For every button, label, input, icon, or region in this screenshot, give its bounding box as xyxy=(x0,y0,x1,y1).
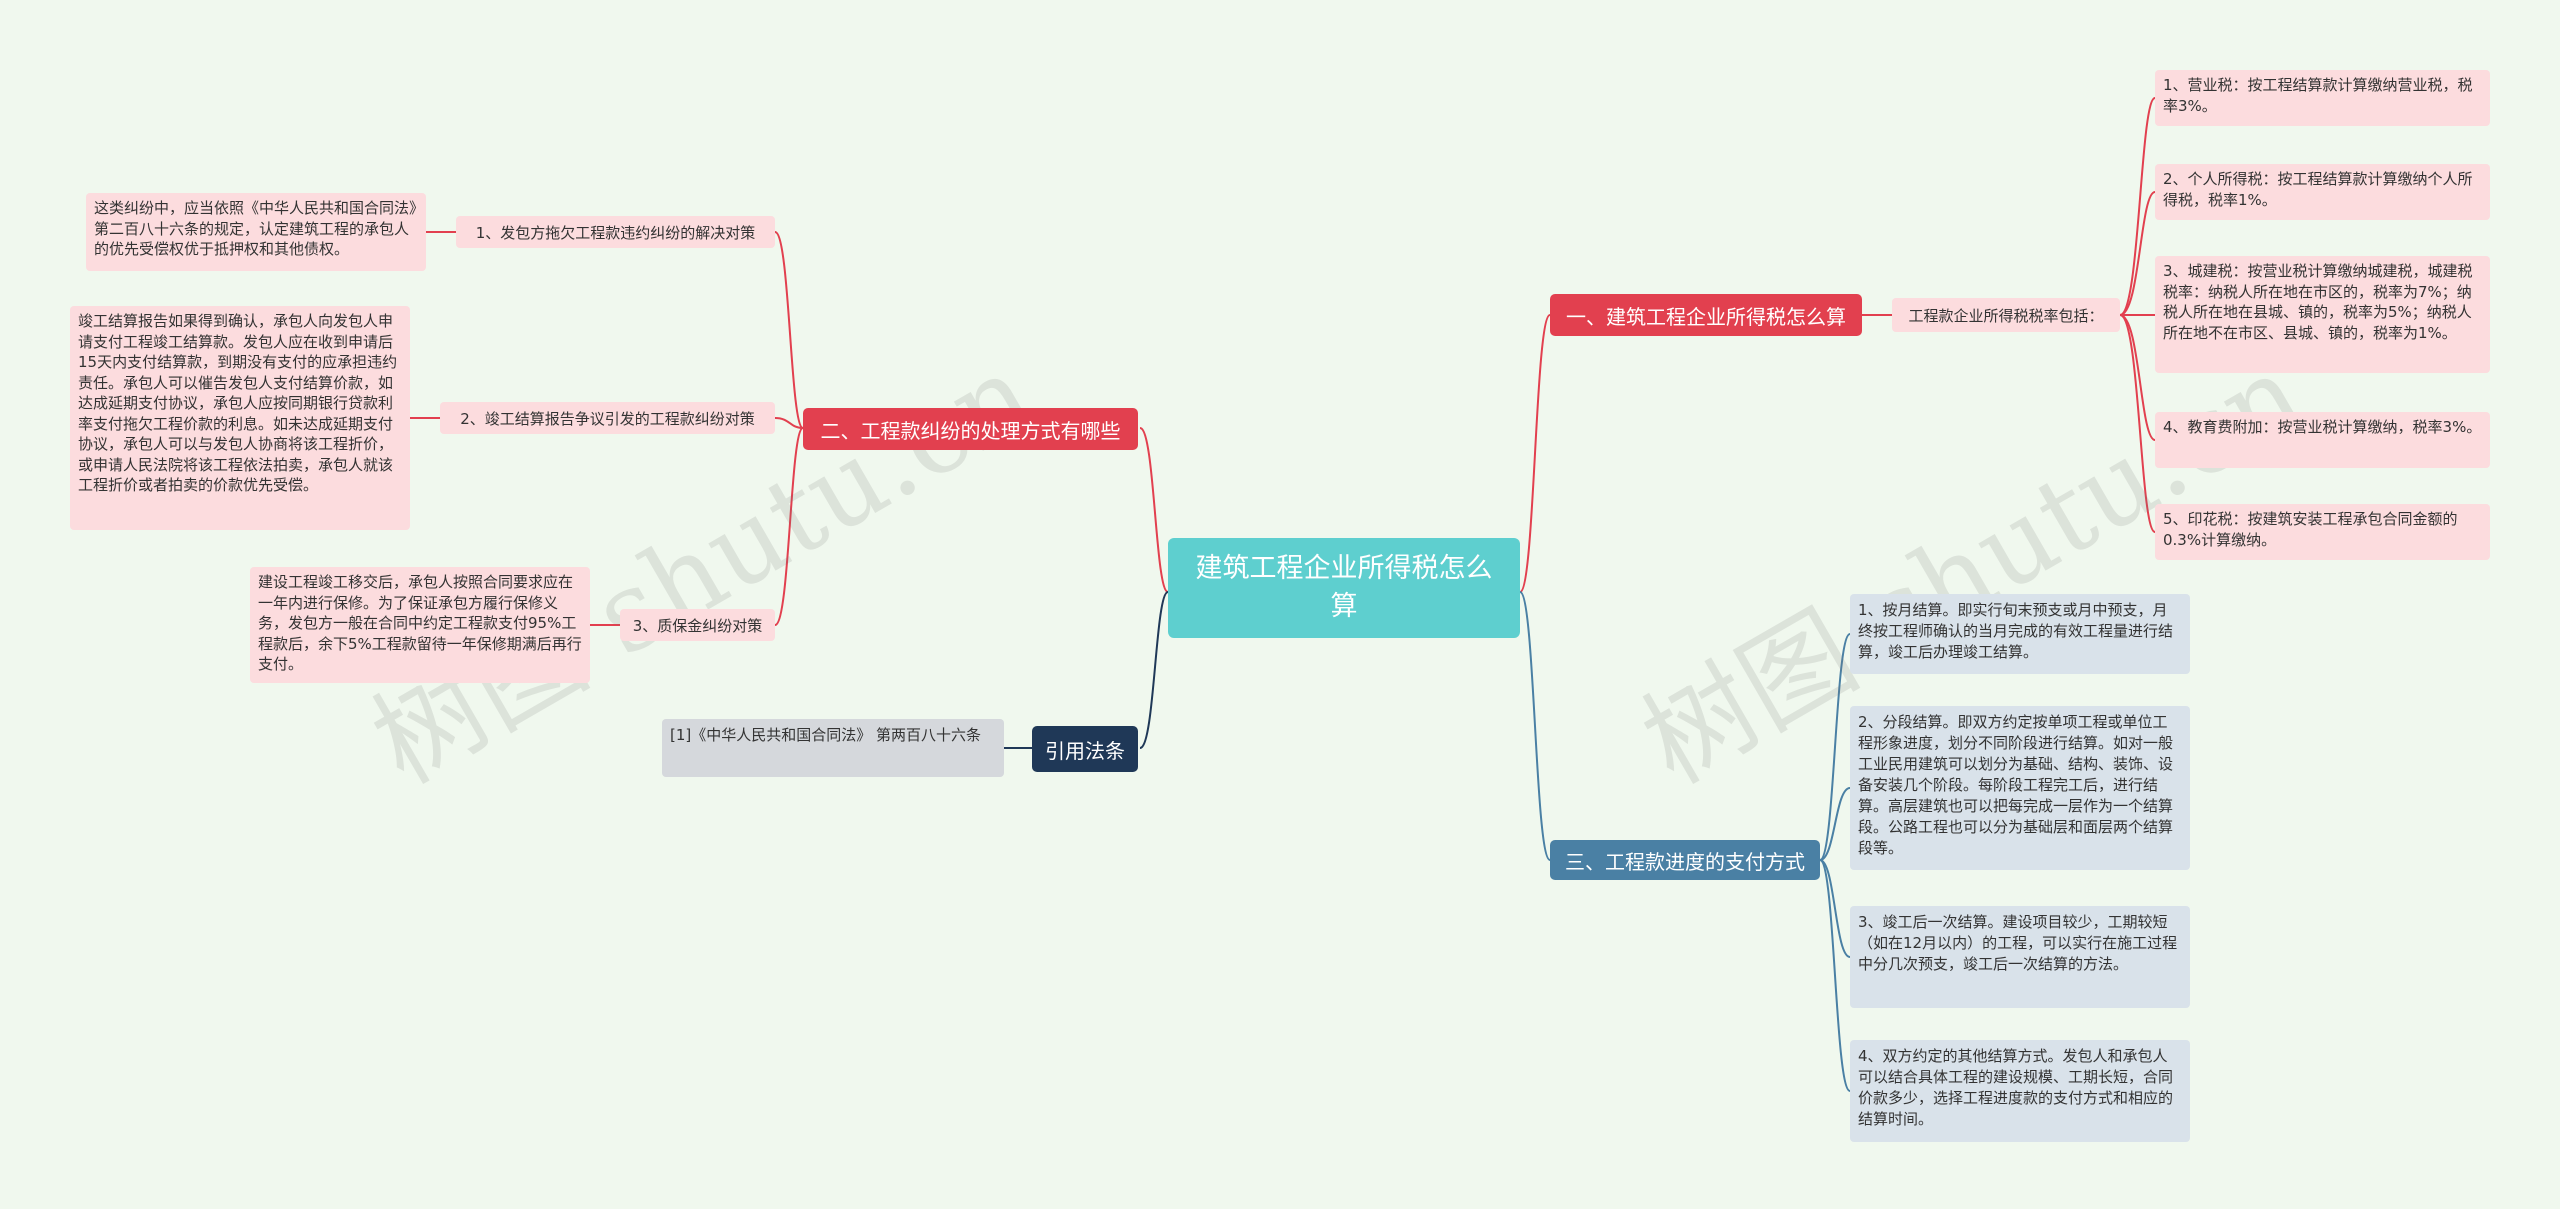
branch-cited-law[interactable]: 引用法条 xyxy=(1032,726,1138,772)
leaf-education-surcharge[interactable]: 4、教育费附加：按营业税计算缴纳，税率3%。 xyxy=(2155,412,2490,468)
sub-arrears-dispute[interactable]: 1、发包方拖欠工程款违约纠纷的解决对策 xyxy=(456,216,775,248)
leaf-monthly-settlement[interactable]: 1、按月结算。即实行旬末预支或月中预支，月终按工程师确认的当月完成的有效工程量进… xyxy=(1850,594,2190,674)
leaf-urban-construction-tax[interactable]: 3、城建税：按营业税计算缴纳城建税，城建税税率：纳税人所在地在市区的，税率为7%… xyxy=(2155,256,2490,373)
leaf-contract-law-article[interactable]: [1]《中华人民共和国合同法》 第两百八十六条 xyxy=(662,719,1004,777)
leaf-retention-money-detail[interactable]: 建设工程竣工移交后，承包人按照合同要求应在一年内进行保修。为了保证承包方履行保修… xyxy=(250,567,590,683)
leaf-phased-settlement[interactable]: 2、分段结算。即双方约定按单项工程或单位工程形象进度，划分不同阶段进行结算。如对… xyxy=(1850,706,2190,870)
leaf-personal-income-tax[interactable]: 2、个人所得税：按工程结算款计算缴纳个人所得税，税率1%。 xyxy=(2155,164,2490,220)
sub-settlement-report-dispute[interactable]: 2、竣工结算报告争议引发的工程款纠纷对策 xyxy=(440,402,775,434)
leaf-stamp-tax[interactable]: 5、印花税：按建筑安装工程承包合同金额的0.3%计算缴纳。 xyxy=(2155,504,2490,560)
leaf-business-tax[interactable]: 1、营业税：按工程结算款计算缴纳营业税，税率3%。 xyxy=(2155,70,2490,126)
leaf-other-settlement[interactable]: 4、双方约定的其他结算方式。发包人和承包人可以结合具体工程的建设规模、工期长短，… xyxy=(1850,1040,2190,1142)
leaf-single-settlement[interactable]: 3、竣工后一次结算。建设项目较少，工期较短（如在12月以内）的工程，可以实行在施… xyxy=(1850,906,2190,1008)
branch-income-tax[interactable]: 一、建筑工程企业所得税怎么算 xyxy=(1550,294,1862,336)
sub-tax-rates-include[interactable]: 工程款企业所得税税率包括： xyxy=(1892,298,2120,332)
branch-dispute-handling[interactable]: 二、工程款纠纷的处理方式有哪些 xyxy=(803,408,1138,450)
leaf-settlement-report-detail[interactable]: 竣工结算报告如果得到确认，承包人向发包人申请支付工程竣工结算款。发包人应在收到申… xyxy=(70,306,410,530)
root-topic[interactable]: 建筑工程企业所得税怎么算 xyxy=(1168,538,1520,638)
sub-retention-money-dispute[interactable]: 3、质保金纠纷对策 xyxy=(620,609,775,641)
branch-payment-methods[interactable]: 三、工程款进度的支付方式 xyxy=(1550,840,1820,880)
leaf-arrears-detail[interactable]: 这类纠纷中，应当依照《中华人民共和国合同法》第二百八十六条的规定，认定建筑工程的… xyxy=(86,193,426,271)
